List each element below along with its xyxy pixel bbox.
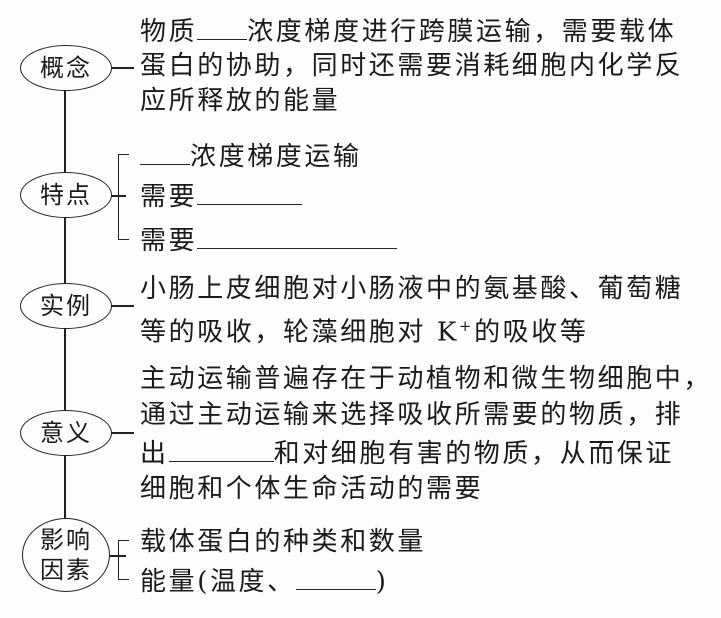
factors-item-1: 载体蛋白的种类和数量: [140, 527, 427, 557]
fill-blank[interactable]: [140, 138, 190, 165]
fill-blank[interactable]: [197, 222, 398, 249]
examples-text: 等的吸收，轮藻细胞对 K: [140, 317, 459, 348]
concept-line-3: 应所释放的能量: [140, 86, 341, 116]
features-text: 浓度梯度运输: [190, 142, 362, 172]
fill-blank[interactable]: [197, 178, 303, 205]
node-concept: 概念: [20, 45, 112, 91]
fill-blank[interactable]: [197, 13, 248, 40]
factors-text: ): [375, 567, 389, 597]
node-examples: 实例: [20, 283, 112, 329]
node-features-label: 特点: [40, 181, 92, 209]
concept-text: 物质: [140, 17, 198, 47]
node-concept-label: 概念: [40, 54, 92, 82]
significance-line-3: 出 和对细胞有害的物质，从而保证: [140, 435, 674, 471]
significance-text: 出: [140, 439, 169, 469]
features-text: 需要: [140, 182, 198, 212]
significance-line-4: 细胞和个体生命活动的需要: [140, 474, 484, 504]
factors-text: 能量(温度、: [140, 567, 296, 597]
fill-blank[interactable]: [168, 435, 274, 462]
concept-line-1: 物质 浓度梯度进行跨膜运输，需要载体: [140, 13, 676, 49]
superscript: +: [458, 317, 475, 335]
significance-connector: [108, 432, 134, 434]
features-item-3: 需要: [140, 222, 398, 258]
fill-blank[interactable]: [295, 563, 376, 590]
concept-line-2: 蛋白的协助，同时还需要消耗细胞内化学反: [140, 51, 684, 81]
features-text: 需要: [140, 226, 198, 256]
node-factors-label: 影响: [40, 526, 92, 554]
features-bracket: [118, 154, 129, 240]
significance-text: 和对细胞有害的物质，从而保证: [273, 439, 675, 469]
node-significance-label: 意义: [40, 419, 92, 447]
features-connector: [108, 195, 126, 197]
examples-connector: [108, 305, 134, 307]
examples-line-1: 小肠上皮细胞对小肠液中的氨基酸、葡萄糖: [140, 274, 684, 304]
node-factors: 影响 因素: [22, 518, 110, 592]
factors-bracket: [118, 540, 129, 580]
node-features: 特点: [20, 172, 112, 218]
examples-line-2: 等的吸收，轮藻细胞对 K+的吸收等: [140, 309, 588, 350]
node-factors-label: 因素: [40, 556, 92, 584]
node-significance: 意义: [20, 410, 112, 456]
examples-text: 的吸收等: [474, 317, 589, 348]
significance-line-1: 主动运输普遍存在于动植物和微生物细胞中，: [140, 364, 713, 394]
concept-connector: [108, 67, 134, 69]
node-examples-label: 实例: [40, 292, 92, 320]
concept-text: 浓度梯度进行跨膜运输，需要载体: [247, 17, 677, 47]
features-item-2: 需要: [140, 178, 303, 214]
significance-line-2: 通过主动运输来选择吸收所需要的物质，排: [140, 400, 684, 430]
factors-connector: [108, 555, 126, 557]
features-item-1: 浓度梯度运输: [140, 138, 362, 174]
factors-item-2: 能量(温度、): [140, 563, 389, 599]
